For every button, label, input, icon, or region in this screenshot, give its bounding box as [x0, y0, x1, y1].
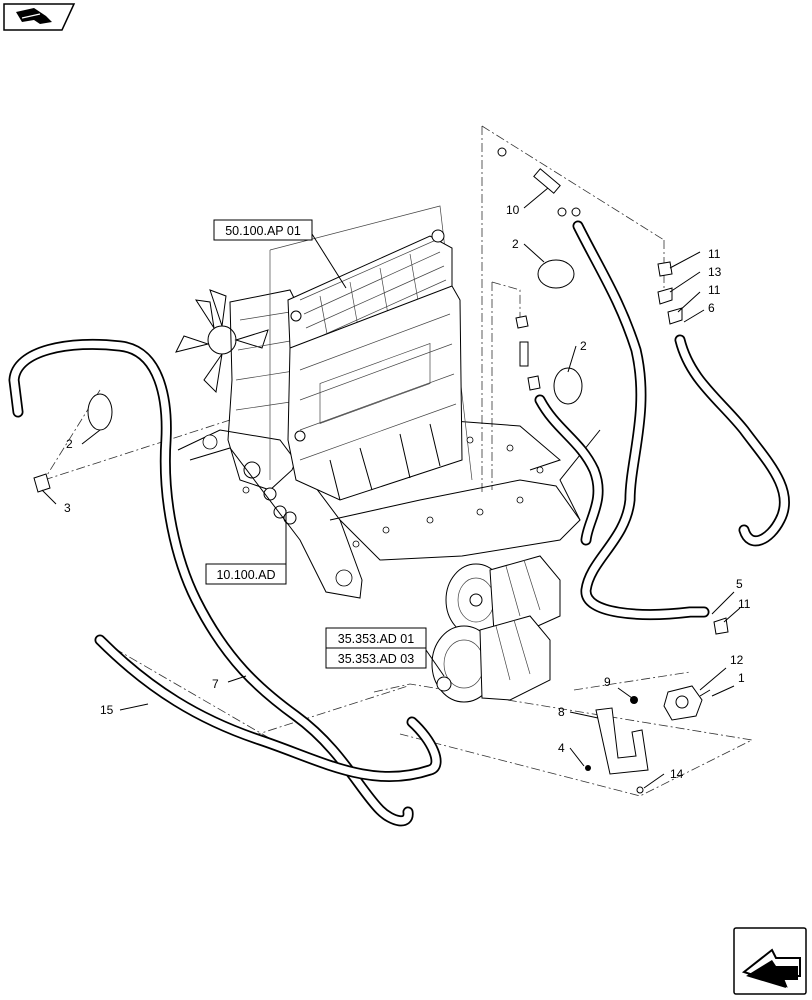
label-motor-b-ref[interactable]: 35.353.AD 03 [325, 647, 427, 669]
callout-1: 1 [738, 671, 745, 685]
callout-10: 10 [506, 203, 520, 217]
motor-b-ref-text: 35.353.AD 03 [338, 652, 414, 666]
hose-center [534, 394, 604, 546]
fan-icon [175, 289, 269, 394]
hose-15 [94, 634, 442, 783]
hose-7 [8, 338, 414, 827]
hydraulic-motor-upper [445, 555, 561, 637]
callout-4: 4 [558, 741, 565, 755]
callout-11-b: 11 [708, 283, 721, 297]
callout-numbers: 10 2 2 2 3 11 13 11 6 5 11 12 1 9 8 4 14… [64, 203, 751, 781]
engine-frame-sketch [175, 205, 601, 599]
heater-unit [287, 229, 463, 501]
label-heater-ref[interactable]: 50.100.AP 01 [213, 219, 313, 241]
motor-a-ref-text: 35.353.AD 01 [338, 632, 414, 646]
callout-3: 3 [64, 501, 71, 515]
callout-6: 6 [708, 301, 715, 315]
callout-2-top: 2 [512, 237, 519, 251]
heater-ref-text: 50.100.AP 01 [225, 224, 301, 238]
callout-9: 9 [604, 675, 611, 689]
engine-ref-text: 10.100.AD [216, 568, 275, 582]
fitting-parts [33, 147, 729, 794]
callout-2-mid: 2 [580, 339, 587, 353]
hydraulic-motor-lower [431, 615, 551, 703]
callout-8: 8 [558, 705, 565, 719]
callout-7: 7 [212, 677, 219, 691]
phantom-lines [43, 125, 754, 797]
callout-15: 15 [100, 703, 114, 717]
callout-13: 13 [708, 265, 722, 279]
label-engine-ref[interactable]: 10.100.AD [205, 563, 287, 585]
leader-lines [41, 187, 741, 789]
hose-6 [674, 334, 790, 547]
callout-11-a: 11 [708, 247, 721, 261]
callout-11-c: 11 [738, 597, 751, 611]
label-motor-a-ref[interactable]: 35.353.AD 01 [325, 627, 427, 649]
callout-2-left: 2 [66, 437, 73, 451]
callout-5: 5 [736, 577, 743, 591]
callout-14: 14 [670, 767, 684, 781]
next-page-arrow-icon[interactable] [733, 927, 807, 995]
book-icon[interactable] [3, 3, 76, 31]
callout-12: 12 [730, 653, 744, 667]
hose-10 [572, 220, 710, 620]
